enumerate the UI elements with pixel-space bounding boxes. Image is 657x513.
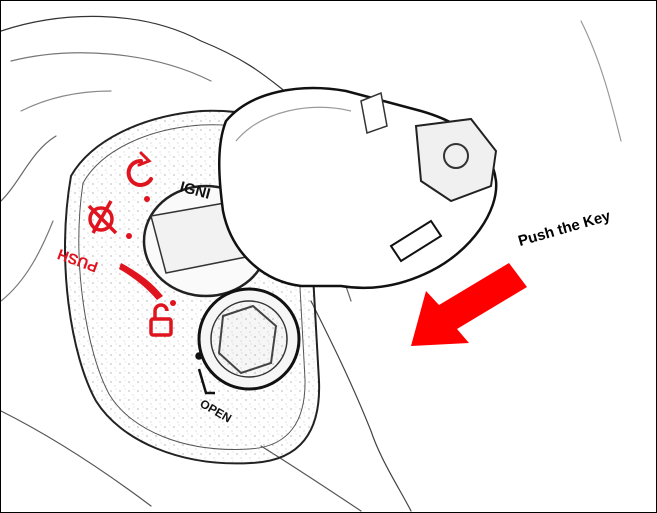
position-dot-icon: [144, 196, 150, 202]
seat-lock-cylinder: [199, 289, 299, 389]
position-dot-icon: [170, 300, 176, 306]
key-head: [219, 88, 496, 288]
push-direction-arrow: [411, 263, 527, 346]
position-dot-icon: [126, 233, 132, 239]
